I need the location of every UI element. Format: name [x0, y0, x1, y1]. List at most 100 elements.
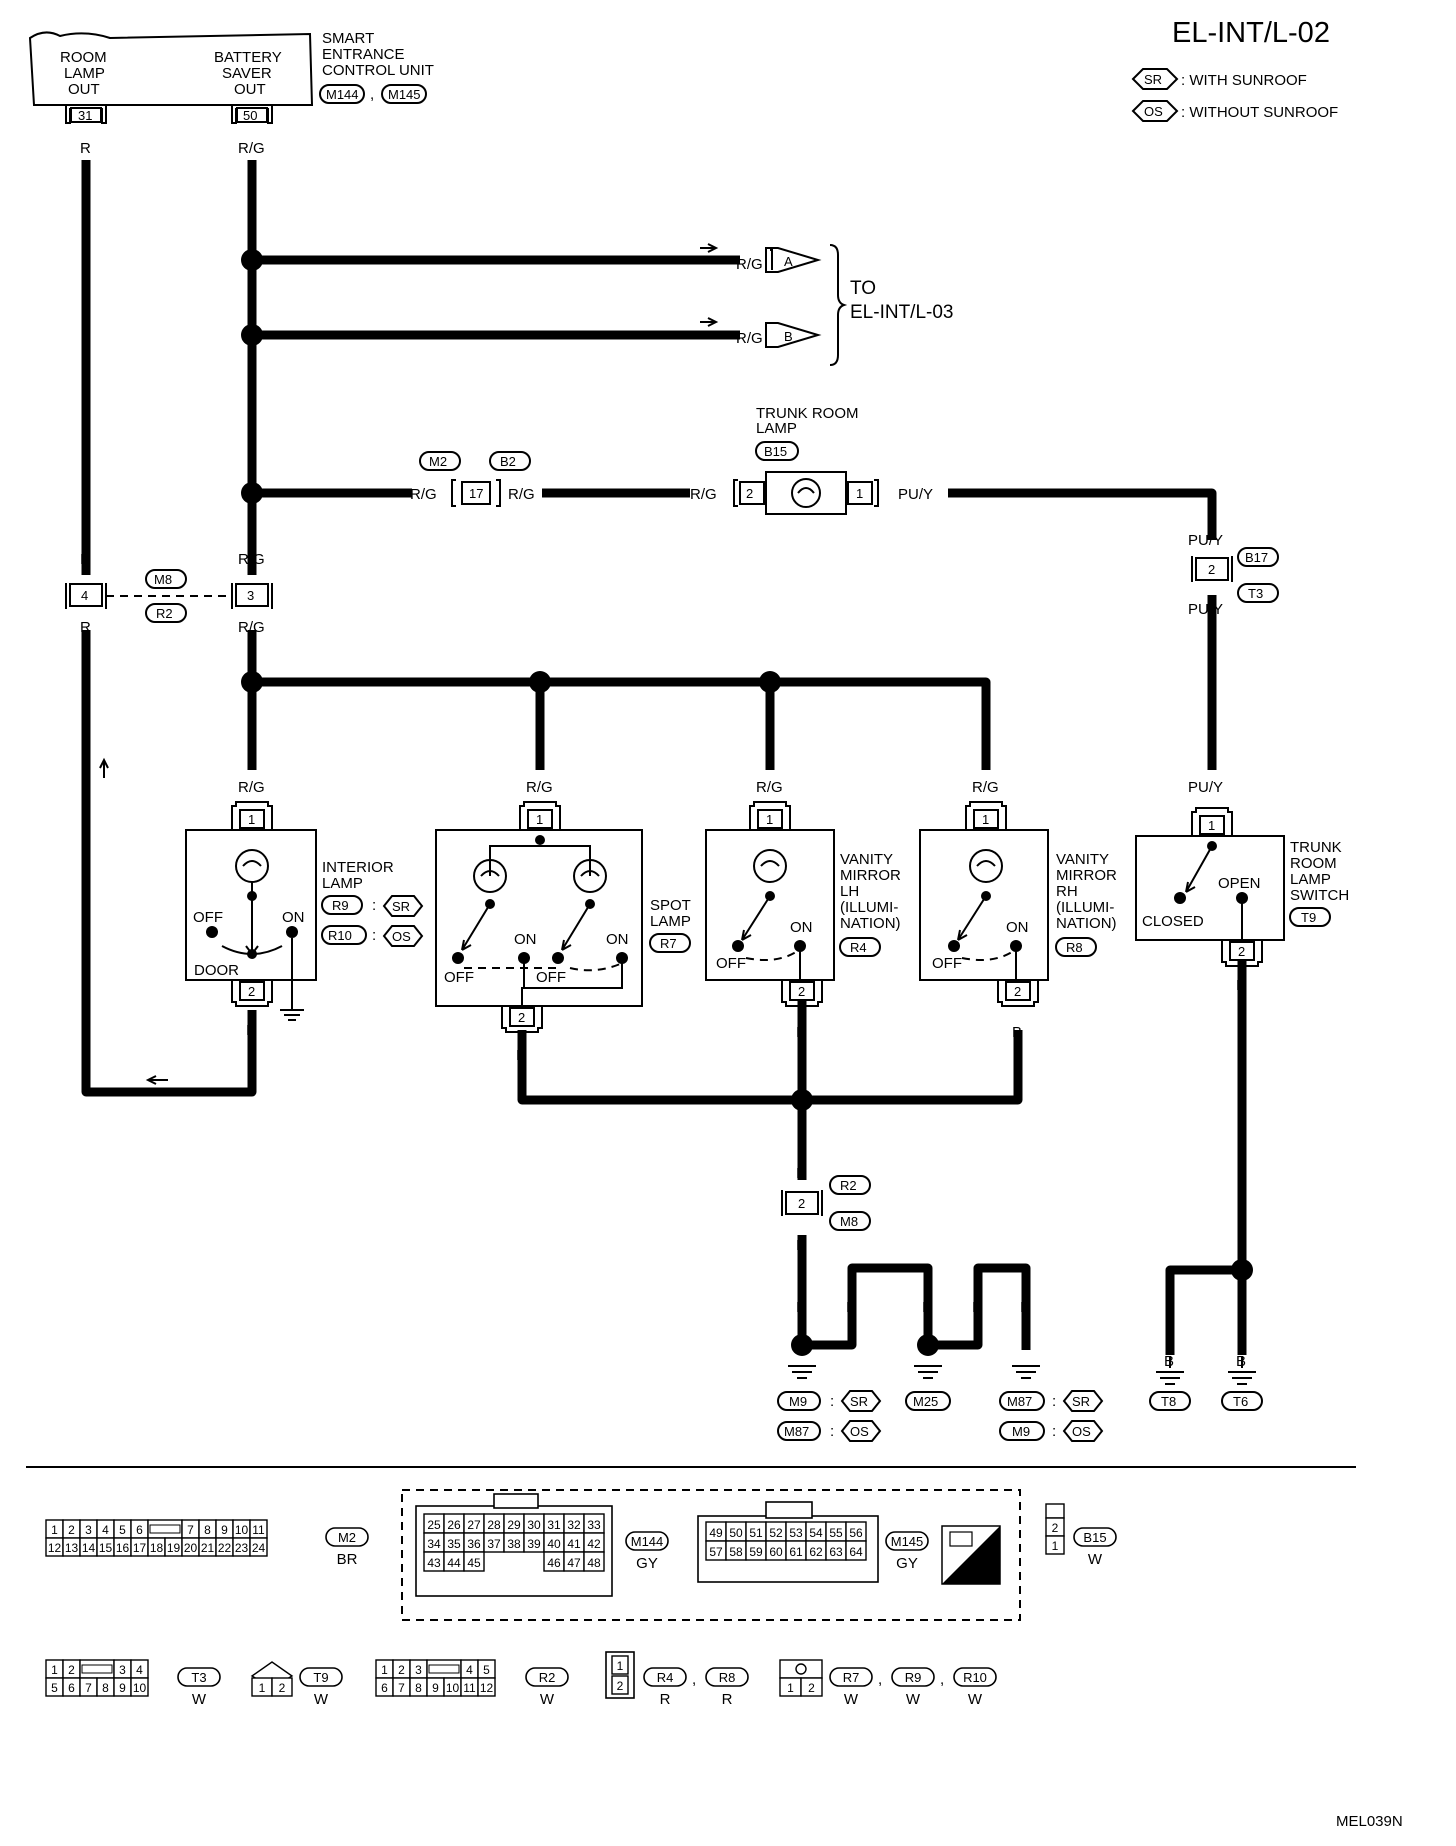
r9-color: W	[906, 1691, 921, 1708]
m2-label: 23	[235, 1541, 249, 1555]
r8-tag	[705, 1667, 749, 1687]
mirror-rh-l5: NATION)	[1056, 915, 1117, 932]
trunk-switch-closed: CLOSED	[1142, 913, 1204, 930]
bulb-icon	[791, 478, 821, 508]
b15-cell	[1045, 1535, 1065, 1555]
interior-lamp-conn-sr: R9	[332, 898, 349, 913]
r2-cell	[477, 1677, 496, 1697]
m144-label: 35	[447, 1537, 461, 1551]
wire-label: R	[246, 1022, 257, 1039]
sr-hex-icon	[1131, 68, 1179, 90]
m2-label: 3	[85, 1523, 92, 1537]
interior-lamp-on: ON	[282, 909, 305, 926]
arrow-left-icon	[145, 1075, 168, 1085]
mirror-lh-l3: LH	[840, 883, 859, 900]
r2-label: 10	[446, 1681, 460, 1695]
t9-label: 2	[279, 1681, 286, 1695]
m144-label: 29	[507, 1518, 521, 1532]
mirror-rh-conn: R8	[1066, 940, 1083, 955]
wire-label: R/G	[238, 619, 265, 636]
m144-label: 44	[447, 1556, 461, 1570]
wire-label: PU/Y	[1188, 532, 1223, 549]
spot-lamp-body	[435, 829, 643, 1007]
wire-label: R/G	[736, 330, 763, 347]
wire-label: R/G	[736, 256, 763, 273]
ground-g1-b-os: OS	[850, 1424, 869, 1439]
wire-label: B	[516, 1047, 526, 1064]
m145-label: 57	[709, 1545, 723, 1559]
r7-label: 1	[787, 1681, 794, 1695]
b15-code: B15	[1083, 1530, 1106, 1545]
m145-label: 64	[849, 1545, 863, 1559]
legend-os: OS : WITHOUT SUNROOF	[1131, 100, 1338, 122]
r7-cell	[800, 1677, 823, 1697]
joint-b17-conn-a: B17	[1245, 550, 1268, 565]
ground-icon	[788, 1365, 816, 1379]
m145-label: 60	[769, 1545, 783, 1559]
connector-arrow-a-tick	[770, 249, 773, 270]
ground-g1-a: M9	[789, 1394, 807, 1409]
wire-label: B	[1236, 977, 1246, 994]
mirror-rh-pin2: 2	[1014, 984, 1021, 999]
r7-tag	[829, 1667, 873, 1687]
off-page-a: A	[784, 254, 793, 269]
wire-label: R	[80, 619, 91, 636]
t3-code: T3	[191, 1670, 206, 1685]
mirror-lh-l1: VANITY	[840, 851, 893, 868]
wire-b-ground-3	[928, 1263, 1031, 1350]
m145-label: 50	[729, 1526, 743, 1540]
m2-label: 19	[167, 1541, 181, 1555]
interior-lamp: 1 OFF ON DOOR 2 INTERIOR LAMP R9 : SR R1…	[185, 801, 424, 1021]
arrow-right-icon	[700, 317, 719, 327]
spot-lamp-on-2: ON	[606, 931, 629, 948]
splice-dot	[791, 1089, 813, 1111]
ground-icon	[1156, 1356, 1184, 1385]
m145-label: 52	[769, 1526, 783, 1540]
m145-cell	[845, 1540, 867, 1561]
wire-label: B	[1012, 1024, 1022, 1041]
joint-connector-m2-b2: M2 B2 17	[419, 451, 531, 507]
splice-dot	[241, 249, 263, 271]
mirror-lh-l4: (ILLUMI-	[840, 899, 898, 916]
m2-color: BR	[337, 1551, 358, 1568]
r4-color: R	[660, 1691, 671, 1708]
wire-label: B	[796, 1024, 806, 1041]
m145-label: 59	[749, 1545, 763, 1559]
m144-label: 31	[547, 1518, 561, 1532]
wire-label: R/G	[690, 486, 717, 503]
trunk-lamp-pin-in: 2	[746, 486, 753, 501]
mirror-lh-l2: MIRROR	[840, 867, 901, 884]
wire-puy-1	[948, 488, 1217, 540]
m2-label: 9	[221, 1523, 228, 1537]
mirror-rh-on: ON	[1006, 919, 1029, 936]
to-label: TO	[850, 278, 876, 299]
m144-label: 30	[527, 1518, 541, 1532]
mirror-lh-l5: NATION)	[840, 915, 901, 932]
m2-label: 17	[133, 1541, 147, 1555]
m144-label: 39	[527, 1537, 541, 1551]
r2-code: R2	[539, 1670, 556, 1685]
t9-tag	[299, 1667, 343, 1687]
os-hex-icon	[1131, 100, 1179, 122]
mirror-lh-pin2: 2	[798, 984, 805, 999]
m145-color: GY	[896, 1555, 918, 1572]
m145-label: 55	[829, 1526, 843, 1540]
splice-dot	[917, 1334, 939, 1356]
joint-m2-conn-b: B2	[500, 454, 516, 469]
m144-color: GY	[636, 1555, 658, 1572]
b15-key	[1045, 1503, 1065, 1519]
connector-arrow-b-icon	[765, 322, 822, 348]
bracket	[829, 244, 848, 366]
m144-label: 27	[467, 1518, 481, 1532]
r9-comma: ,	[940, 1671, 944, 1688]
joint-connector-b17-t3: 2 B17 T3	[1191, 547, 1279, 603]
harness-symbol: H.S.	[941, 1525, 1001, 1585]
r7-comma: ,	[878, 1671, 882, 1688]
m2-label: 10	[235, 1523, 249, 1537]
trunk-lamp-conn: B15	[764, 444, 787, 459]
m2-label: 4	[102, 1523, 109, 1537]
mirror-rh-pin1: 1	[982, 812, 989, 827]
